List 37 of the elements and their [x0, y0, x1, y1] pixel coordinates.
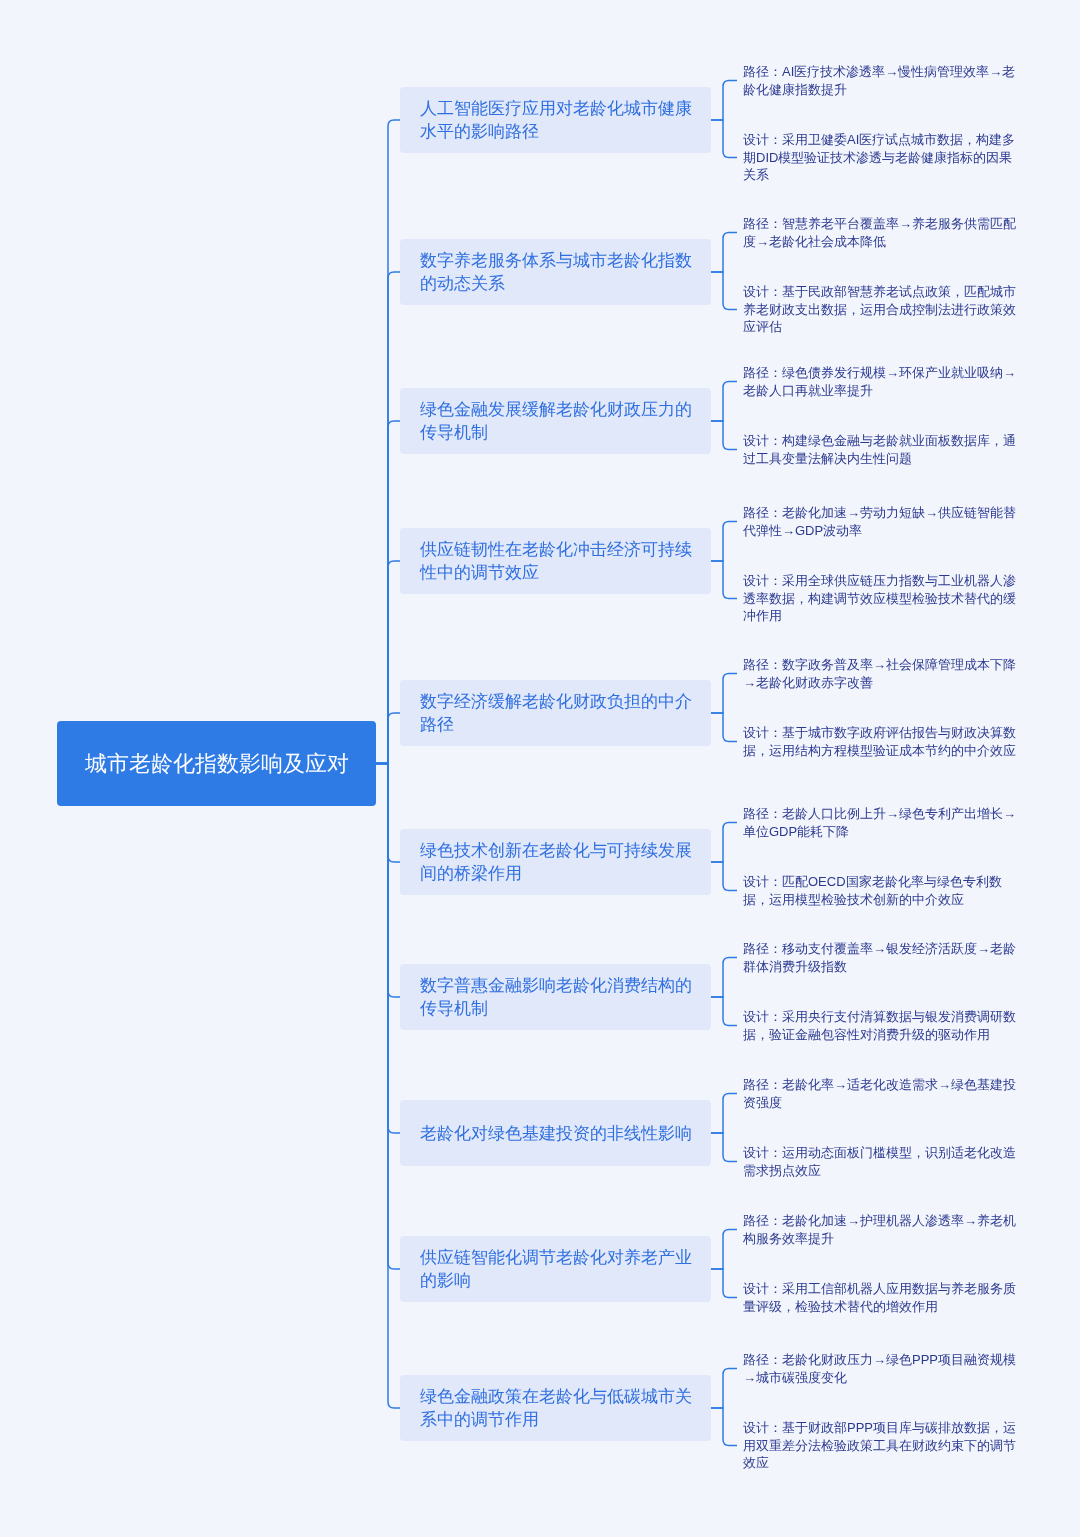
- detail-text: 设计：采用工信部机器人应用数据与养老服务质量评级，检验技术替代的增效作用: [737, 1280, 1020, 1315]
- topic-node: 绿色技术创新在老龄化与可持续发展间的桥梁作用: [400, 829, 711, 895]
- connector-line: [710, 1132, 738, 1163]
- detail-text: 路径：数字政务普及率→社会保障管理成本下降→老龄化财政赤字改善: [737, 656, 1020, 691]
- connector-line: [710, 996, 738, 1027]
- topic-node: 绿色金融发展缓解老龄化财政压力的传导机制: [400, 388, 711, 454]
- topic-node: 供应链智能化调节老龄化对养老产业的影响: [400, 1236, 711, 1302]
- topic-node: 数字经济缓解老龄化财政负担的中介路径: [400, 680, 711, 746]
- detail-text: 路径：智慧养老平台覆盖率→养老服务供需匹配度→老龄化社会成本降低: [737, 215, 1020, 250]
- detail-text: 路径：老龄化加速→护理机器人渗透率→养老机构服务效率提升: [737, 1212, 1020, 1247]
- detail-text: 路径：老龄人口比例上升→绿色专利产出增长→单位GDP能耗下降: [737, 805, 1020, 840]
- detail-text: 设计：采用全球供应链压力指数与工业机器人渗透率数据，构建调节效应模型检验技术替代的缓冲作用: [737, 572, 1020, 625]
- topic-node: 数字普惠金融影响老龄化消费结构的传导机制: [400, 964, 711, 1030]
- detail-text: 路径：AI医疗技术渗透率→慢性病管理效率→老龄化健康指数提升: [737, 63, 1020, 98]
- detail-text: 设计：采用卫健委AI医疗试点城市数据，构建多期DID模型验证技术渗透与老龄健康指标的因果关系: [737, 131, 1020, 184]
- detail-text: 设计：采用央行支付清算数据与银发消费调研数据，验证金融包容性对消费升级的驱动作用: [737, 1008, 1020, 1043]
- detail-text: 设计：基于财政部PPP项目库与碳排放数据，运用双重差分法检验政策工具在财政约束下的调节效应: [737, 1419, 1020, 1472]
- detail-text: 路径：老龄化加速→劳动力短缺→供应链智能替代弹性→GDP波动率: [737, 504, 1020, 539]
- root-node: 城市老龄化指数影响及应对: [57, 721, 376, 806]
- detail-text: 路径：移动支付覆盖率→银发经济活跃度→老龄群体消费升级指数: [737, 940, 1020, 975]
- connector-line: [710, 861, 738, 892]
- detail-text: 设计：基于民政部智慧养老试点政策，匹配城市养老财政支出数据，运用合成控制法进行政策效应评估: [737, 283, 1020, 336]
- topic-node: 供应链韧性在老龄化冲击经济可持续性中的调节效应: [400, 528, 711, 594]
- connector-line: [710, 1268, 738, 1299]
- connector-line: [710, 420, 738, 451]
- detail-text: 设计：运用动态面板门槛模型，识别适老化改造需求拐点效应: [737, 1144, 1020, 1179]
- topic-node: 绿色金融政策在老龄化与低碳城市关系中的调节作用: [400, 1375, 711, 1441]
- connector-line: [710, 712, 738, 743]
- detail-text: 设计：基于城市数字政府评估报告与财政决算数据，运用结构方程模型验证成本节约的中介效应: [737, 724, 1020, 759]
- topic-node: 人工智能医疗应用对老龄化城市健康水平的影响路径: [400, 87, 711, 153]
- topic-node: 老龄化对绿色基建投资的非线性影响: [400, 1100, 711, 1166]
- detail-text: 路径：老龄化率→适老化改造需求→绿色基建投资强度: [737, 1076, 1020, 1111]
- topic-node: 数字养老服务体系与城市老龄化指数的动态关系: [400, 239, 711, 305]
- detail-text: 设计：匹配OECD国家老龄化率与绿色专利数据，运用模型检验技术创新的中介效应: [737, 873, 1020, 908]
- detail-text: 路径：老龄化财政压力→绿色PPP项目融资规模→城市碳强度变化: [737, 1351, 1020, 1386]
- detail-text: 设计：构建绿色金融与老龄就业面板数据库，通过工具变量法解决内生性问题: [737, 432, 1020, 467]
- detail-text: 路径：绿色债券发行规模→环保产业就业吸纳→老龄人口再就业率提升: [737, 364, 1020, 399]
